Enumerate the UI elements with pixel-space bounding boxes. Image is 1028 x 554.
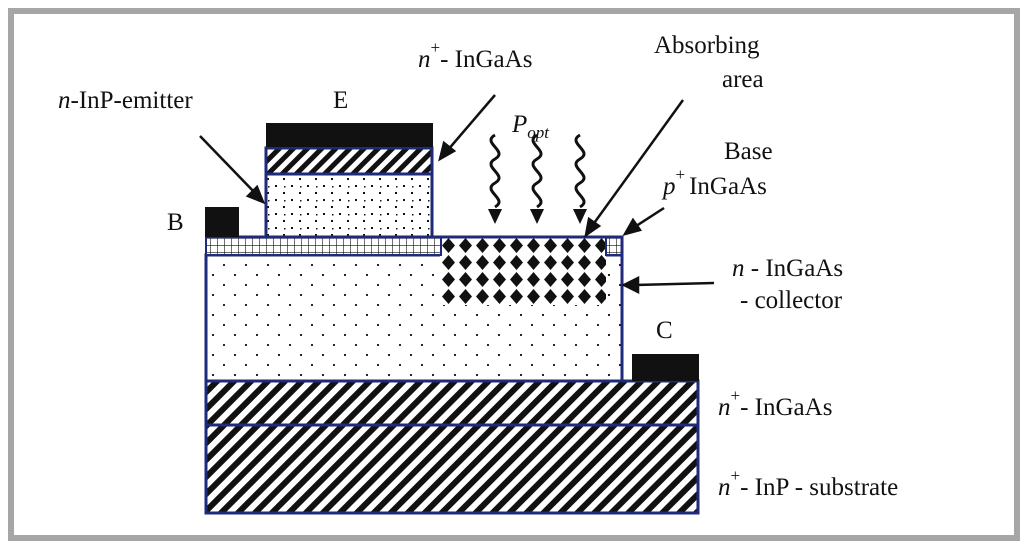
absorbing-label-line2: area xyxy=(722,66,764,93)
emitter-layer-label: n-InP-emitter xyxy=(58,87,193,114)
emitter-layer xyxy=(264,172,434,239)
absorbing-area-region xyxy=(440,237,606,305)
light-wave-1 xyxy=(489,133,501,209)
arrow-base-pointer xyxy=(632,206,665,230)
light-arrow-heads xyxy=(488,209,587,224)
light-arrows xyxy=(489,133,586,209)
arrowhead-emitter xyxy=(245,184,266,205)
collector-contact xyxy=(632,354,699,381)
absorbing-label-line1: Absorbing xyxy=(654,32,760,59)
arrow-cap-pointer xyxy=(446,94,496,152)
arrowhead-collector xyxy=(621,275,640,295)
base-layer xyxy=(205,236,442,256)
collector-label-line1: n - InGaAs xyxy=(732,255,843,282)
arrowhead-cap xyxy=(438,140,457,162)
collector-contact-label: C xyxy=(656,317,673,344)
pointer-arrows xyxy=(199,94,715,295)
emitter-contact xyxy=(266,123,433,147)
base-layer-right xyxy=(605,236,623,256)
subcollector-layer xyxy=(204,379,700,427)
outer-border xyxy=(8,8,1020,541)
base-label-line2: p+InGaAs xyxy=(661,165,767,200)
arrowhead-base xyxy=(622,217,643,236)
arrow-absorbing-pointer xyxy=(590,99,685,227)
popt-label: Popt xyxy=(511,111,550,142)
base-label-line1: Base xyxy=(724,138,773,165)
arrow-emitter-pointer xyxy=(199,135,257,195)
arrow-collector-pointer xyxy=(633,281,715,287)
base-contact xyxy=(205,207,239,237)
light-wave-3 xyxy=(574,133,586,209)
substrate-label: n+- InP - substrate xyxy=(718,466,898,501)
emitter-cap-layer xyxy=(264,146,434,176)
base-contact-label: B xyxy=(167,209,184,236)
substrate-layer xyxy=(204,423,700,515)
subcollector-label: n+- InGaAs xyxy=(718,386,832,421)
emitter-contact-label: E xyxy=(333,87,348,114)
collector-label-line2: - collector xyxy=(740,287,843,314)
cap-layer-label: n+- InGaAs xyxy=(418,38,532,73)
arrowhead-absorbing xyxy=(584,216,602,238)
light-wave-2 xyxy=(531,133,543,209)
